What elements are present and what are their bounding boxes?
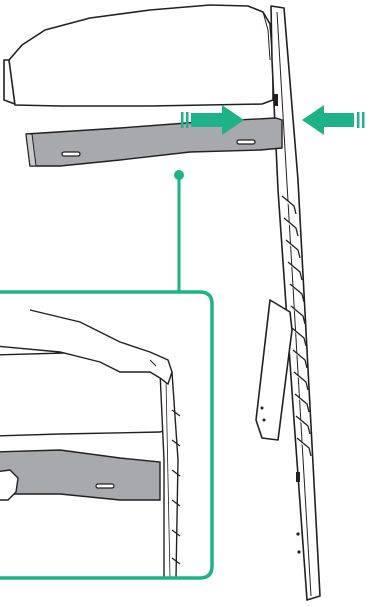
- push-arrow-right-icon: [181, 105, 244, 135]
- board-slot-right: [236, 139, 256, 145]
- seat-cushion: [3, 4, 274, 107]
- backrest-board: [25, 117, 283, 167]
- detail-callout: [0, 290, 214, 580]
- callout-connector: [174, 170, 184, 292]
- push-arrow-left-icon: [302, 105, 365, 135]
- frame-notches: [281, 195, 312, 457]
- detail-hand-top: [0, 309, 173, 386]
- footrest-plate: [255, 299, 293, 441]
- detail-notches: [171, 409, 181, 565]
- callout-border: [0, 290, 214, 580]
- side-frame: [270, 5, 321, 601]
- detail-hand-side: [0, 469, 19, 501]
- detail-board: [0, 449, 161, 501]
- board-slot-left: [61, 151, 81, 157]
